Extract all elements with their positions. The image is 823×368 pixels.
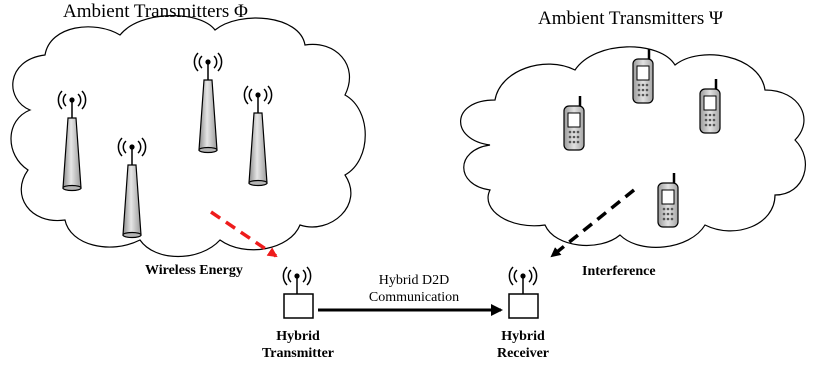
wireless-energy-arrow [210, 210, 278, 258]
transmitter-antenna-icon [282, 266, 312, 295]
receiver-antenna-icon [508, 266, 538, 295]
hybrid-transmitter-device [283, 293, 314, 319]
receiver-label-line2: Receiver [497, 346, 549, 361]
transmitter-label-line1: Hybrid [276, 329, 320, 344]
title-psi: Ambient Transmitters Ψ [538, 8, 723, 29]
hybrid-receiver-device [508, 293, 539, 319]
receiver-label-line1: Hybrid [501, 329, 545, 344]
transmitter-label-line2: Transmitter [262, 346, 334, 361]
d2d-link-label-line2: Communication [369, 290, 459, 305]
title-phi: Ambient Transmitters Φ [63, 1, 248, 22]
wireless-energy-label: Wireless Energy [145, 263, 243, 278]
interference-label: Interference [582, 264, 656, 279]
d2d-link-label-line1: Hybrid D2D [379, 273, 449, 288]
cloud-phi [10, 14, 366, 257]
